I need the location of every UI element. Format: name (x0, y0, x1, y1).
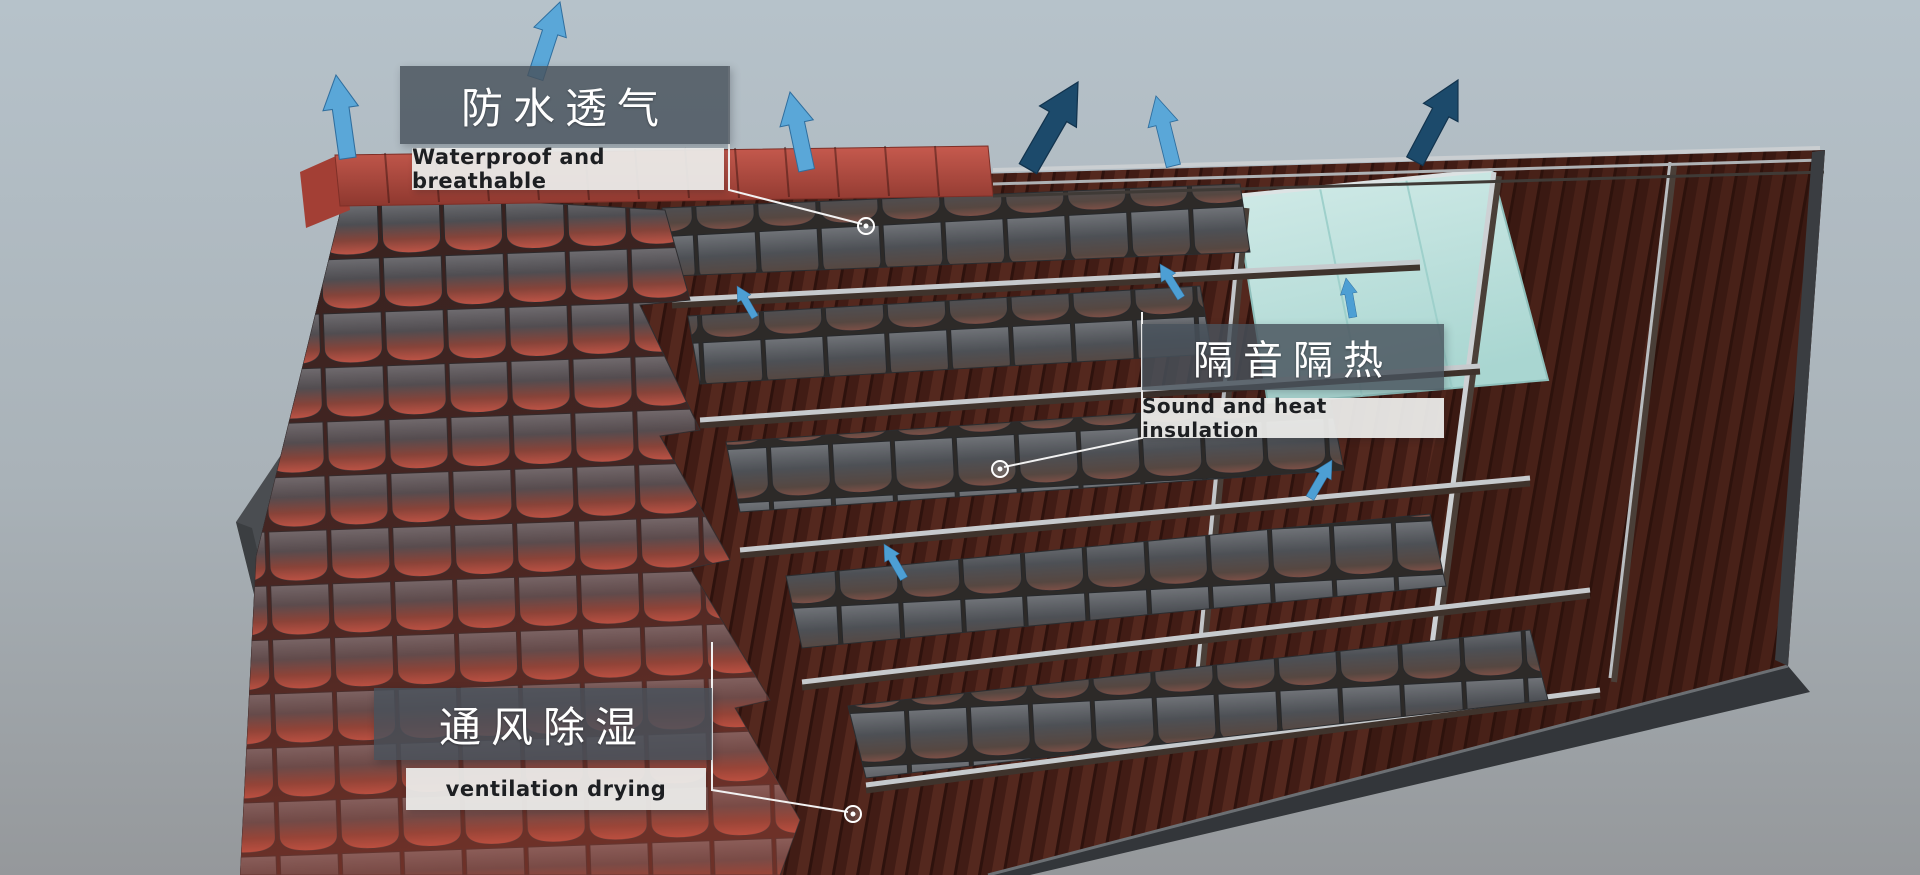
leader-dot-center (863, 223, 869, 229)
label-sound-heat-insulation-en: Sound and heat insulation (1142, 394, 1444, 442)
leader-dot-center (997, 466, 1003, 472)
ridge-rail (992, 158, 1823, 186)
callout-dots (844, 217, 1009, 823)
eave-lip (987, 664, 1789, 875)
batten-rail-horizontal (671, 259, 1601, 794)
leader-line (711, 642, 849, 813)
label-waterproof-breathable-en: Waterproof and breathable (412, 145, 724, 193)
roof-slope (240, 150, 1825, 875)
ridge-edge-dark (992, 170, 1825, 198)
tile-row (785, 513, 1447, 649)
label-ventilation-drying-zh: 通风除湿 (374, 688, 712, 760)
leader-dot-center (850, 811, 856, 817)
label-waterproof-breathable-zh: 防水透气 (400, 66, 730, 144)
ridge-rail (992, 146, 1821, 172)
right-edge-fascia (1775, 150, 1825, 666)
tile-row (847, 629, 1549, 779)
label-sound-heat-insulation-zh: 隔音隔热 (1142, 324, 1444, 390)
label-ventilation-drying-en: ventilation drying (406, 768, 706, 810)
